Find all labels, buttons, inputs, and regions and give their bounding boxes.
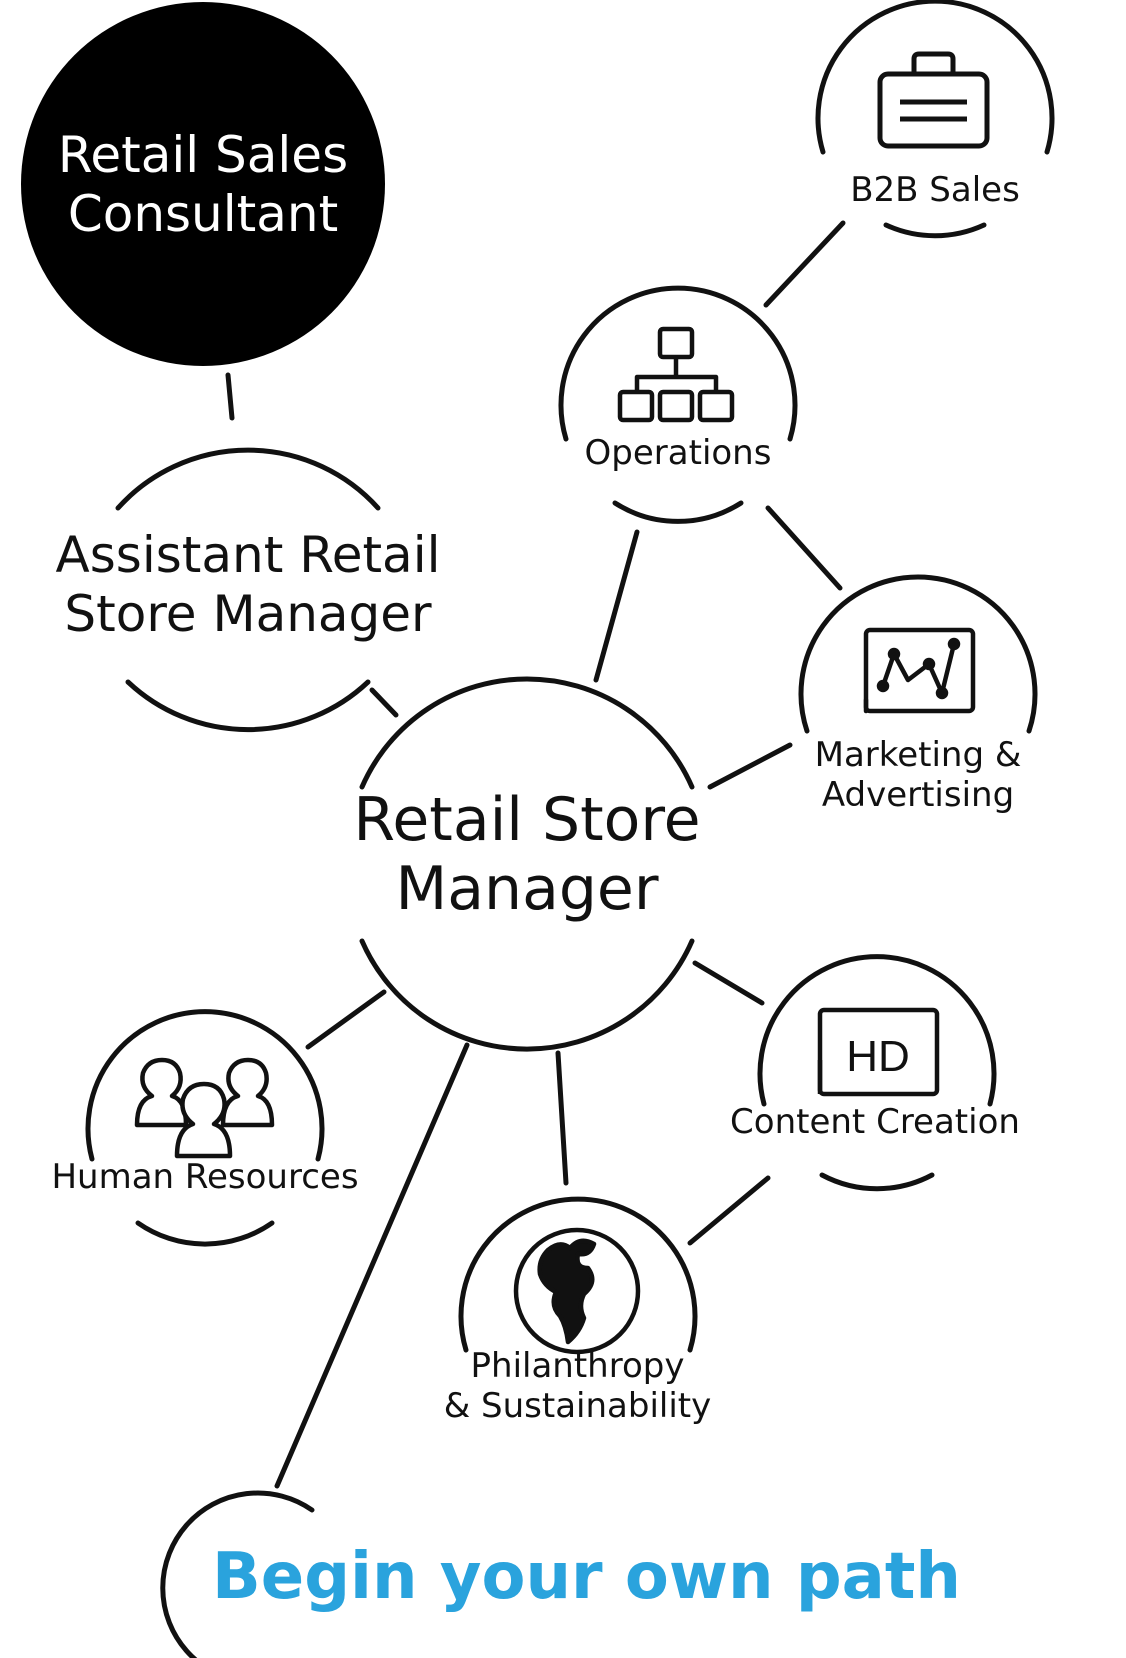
connector-content-philanthropy bbox=[687, 1175, 771, 1246]
content-creation-label: Content Creation bbox=[730, 1102, 1020, 1142]
begin-path-label: Begin your own path bbox=[212, 1540, 961, 1614]
marketing-line-2: Advertising bbox=[821, 775, 1015, 816]
store-manager-line-1: Retail Store bbox=[353, 785, 701, 855]
briefcase-icon bbox=[877, 51, 990, 149]
retail-sales-consultant-label: Retail Sales Consultant bbox=[23, 126, 383, 244]
operations-label: Operations bbox=[584, 433, 772, 473]
connector-manager-begin bbox=[274, 1042, 470, 1489]
assistant-manager-ring-bottom bbox=[125, 679, 371, 733]
globe-icon bbox=[513, 1227, 641, 1355]
assistant-manager-ring-top bbox=[115, 447, 381, 511]
assistant-manager-line-2: Store Manager bbox=[64, 585, 432, 643]
connector-manager-hr bbox=[305, 989, 387, 1050]
b2b-sales-label: B2B Sales bbox=[850, 170, 1020, 210]
store-manager-ring-top bbox=[359, 676, 695, 790]
begin-path-ring bbox=[160, 1490, 315, 1658]
connector-operations-b2b bbox=[763, 220, 846, 308]
philanthropy-line-2: & Sustainability bbox=[443, 1386, 712, 1427]
philanthropy-label: Philanthropy & Sustainability bbox=[415, 1346, 740, 1426]
content-ring-bottom bbox=[819, 1172, 935, 1192]
retail-sales-consultant-line-2: Consultant bbox=[67, 185, 339, 243]
store-manager-ring-bottom bbox=[359, 938, 695, 1052]
b2b-ring-bottom bbox=[883, 222, 987, 239]
retail-sales-consultant-line-1: Retail Sales bbox=[57, 126, 349, 184]
b2b-ring bbox=[815, 0, 1055, 155]
marketing-label: Marketing & Advertising bbox=[788, 735, 1048, 815]
operations-ring-bottom bbox=[612, 500, 744, 524]
retail-sales-consultant-node bbox=[21, 2, 385, 366]
connector-manager-content bbox=[692, 960, 765, 1006]
philanthropy-ring-top bbox=[458, 1196, 698, 1353]
philanthropy-line-1: Philanthropy bbox=[470, 1346, 685, 1386]
hd-screen-icon bbox=[817, 1007, 940, 1097]
people-icon bbox=[134, 1057, 275, 1159]
connector-manager-operations bbox=[593, 529, 640, 683]
content-ring-top bbox=[757, 954, 997, 1107]
line-chart-icon bbox=[863, 627, 976, 714]
marketing-line-1: Marketing & bbox=[814, 735, 1022, 775]
hr-ring-bottom bbox=[135, 1220, 275, 1247]
assistant-manager-line-1: Assistant Retail bbox=[55, 526, 441, 584]
hd-icon-text: HD bbox=[846, 1032, 910, 1081]
connector-operations-marketing bbox=[765, 505, 843, 591]
human-resources-label: Human Resources bbox=[51, 1157, 359, 1197]
assistant-manager-label: Assistant Retail Store Manager bbox=[28, 526, 468, 644]
connector-consultant-assistant bbox=[225, 372, 235, 421]
store-manager-line-2: Manager bbox=[395, 854, 659, 924]
hr-ring-top bbox=[85, 1009, 325, 1162]
connector-manager-marketing bbox=[707, 742, 793, 790]
org-chart-icon bbox=[617, 326, 735, 423]
connector-assistant-manager bbox=[369, 687, 399, 718]
connector-manager-philanthropy bbox=[555, 1050, 569, 1186]
store-manager-label: Retail Store Manager bbox=[317, 786, 737, 924]
operations-ring bbox=[558, 285, 798, 442]
marketing-ring-top bbox=[798, 574, 1038, 734]
